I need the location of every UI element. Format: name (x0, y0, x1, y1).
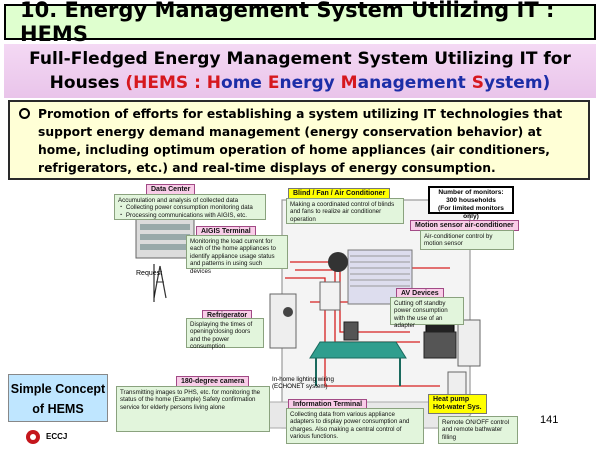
promotion-text: Promotion of efforts for establishing a … (38, 107, 563, 175)
bullet-circle-icon (19, 108, 30, 119)
washing-machine-icon (319, 281, 341, 311)
aigis-terminal-desc: Monitoring the load current for each of … (186, 235, 288, 275)
data-center-building-icon (135, 217, 195, 259)
antenna-tower-icon (153, 265, 167, 299)
information-terminal-desc: Collecting data from various appliance a… (286, 408, 424, 444)
wiring-label: In-home lighting wiring (ECHONET system) (272, 376, 334, 391)
refrigerator-desc: Displaying the times of opening/closing … (186, 318, 264, 350)
subtitle-line2: Houses (HEMS : Home Energy Management Sy… (49, 73, 551, 93)
camera-icon (283, 307, 293, 317)
table-icon (309, 341, 407, 386)
data-center-desc: Accumulation and analysis of collected d… (114, 194, 266, 220)
motion-sensor-desc: Air-conditioner control by motion sensor (420, 230, 514, 250)
blind-slats (350, 255, 410, 287)
subtitle-banner: Full-Fledged Energy Management System Ut… (4, 44, 596, 98)
eccj-logo-icon (26, 430, 40, 444)
page-number: 141 (540, 414, 559, 426)
subtitle-line1: Full-Fledged Energy Management System Ut… (29, 49, 571, 69)
page-title-text: 10. Energy Management System Utilizing I… (20, 0, 555, 46)
blind-fan-icon (347, 249, 413, 305)
av-rack-icon (423, 331, 457, 359)
av-devices-desc: Cutting off standby power consumption wi… (390, 297, 464, 329)
monitors-count-box: Number of monitors: 300 households (For … (428, 186, 514, 220)
page-title: 10. Energy Management System Utilizing I… (4, 0, 596, 46)
camera-desc: Transmitting images to PHS, etc. for mon… (116, 386, 270, 432)
promotion-box: Promotion of efforts for establishing a … (8, 100, 590, 180)
heat-pump-label: Heat pump Hot-water Sys. (428, 394, 487, 414)
fan-icon (328, 252, 348, 272)
refrigerator-icon (269, 293, 297, 349)
information-terminal-icon (343, 321, 359, 341)
simple-concept-box: Simple Concept of HEMS (8, 374, 108, 422)
blind-fan-ac-desc: Making a coordinated control of blinds a… (286, 198, 404, 224)
request-label: Request (136, 270, 163, 277)
heat-pump-desc: Remote ON/OFF control and remote bathwat… (438, 416, 518, 444)
heat-pump-icon (457, 319, 481, 367)
eccj-logo-text: ECCJ (46, 432, 68, 441)
